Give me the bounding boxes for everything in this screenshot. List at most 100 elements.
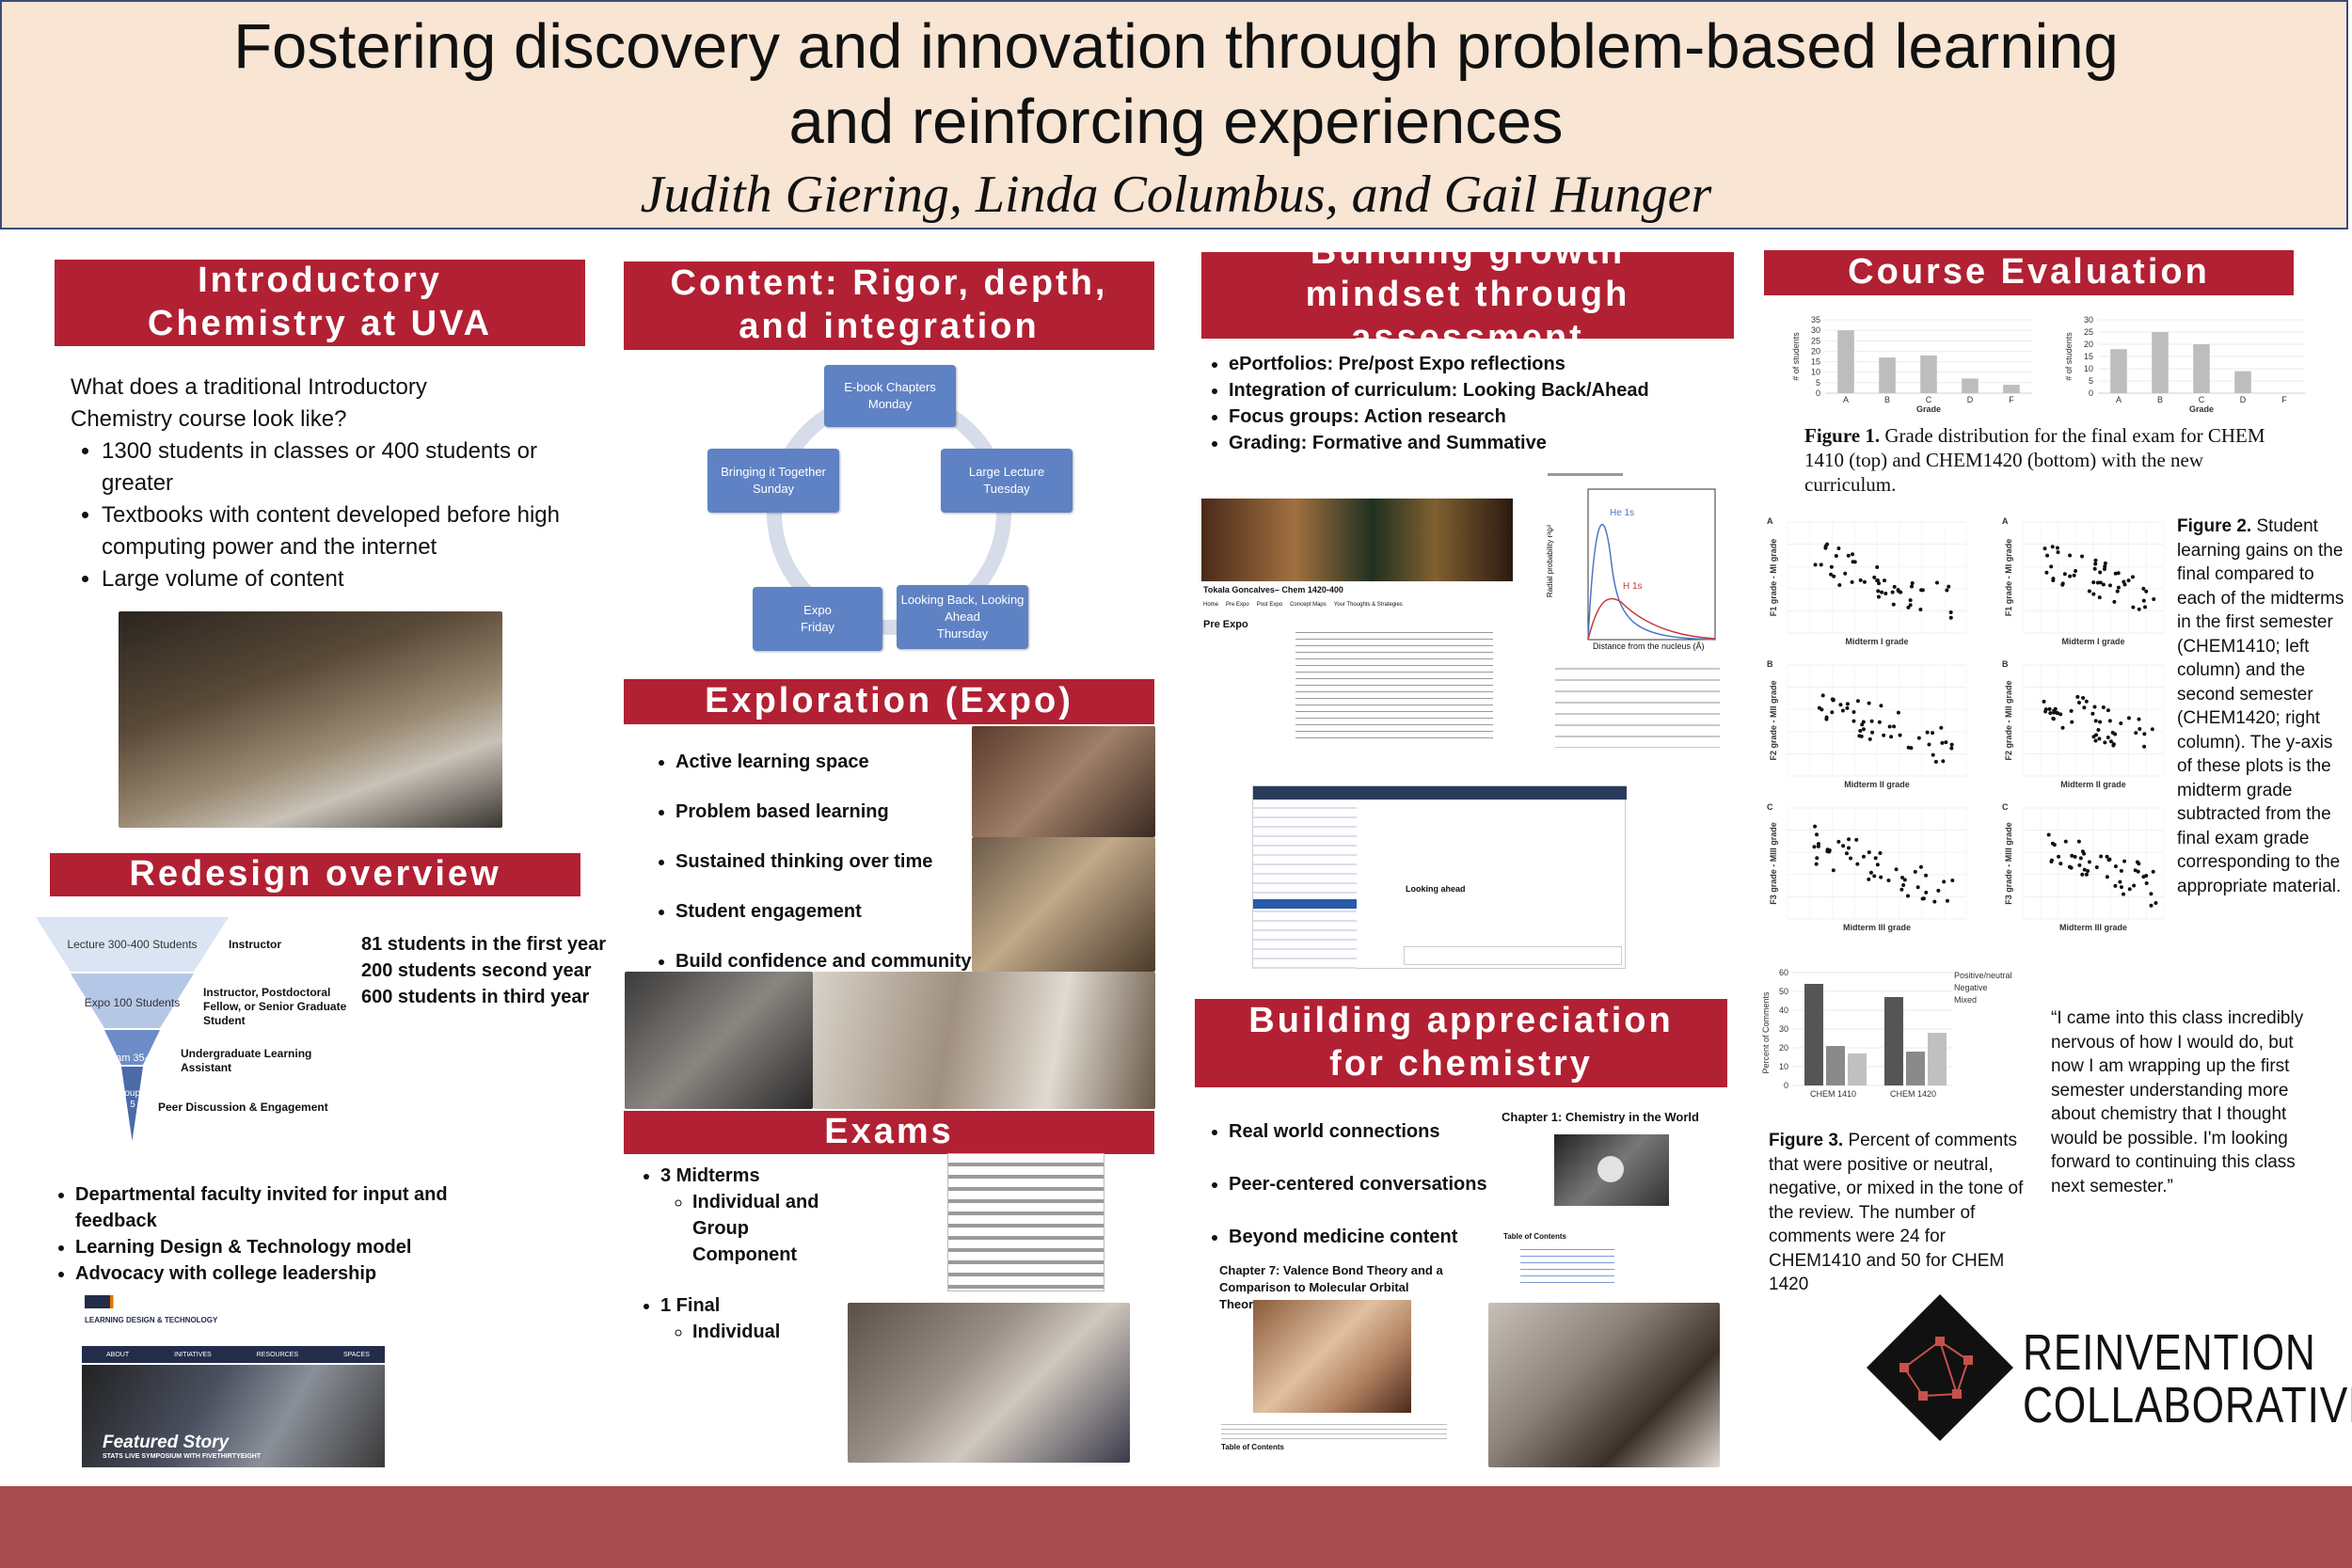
x-tick-label: F [2281,395,2287,404]
data-point [1924,890,1929,895]
y-axis-label: # of students [1791,332,1801,381]
data-point [1909,746,1914,751]
data-point [2092,566,2097,571]
chapter1-video[interactable] [1554,1134,1669,1206]
data-point [2096,728,2101,733]
enrollment-first: 81 students in the first year [361,934,607,955]
data-point [2042,546,2047,551]
data-point [1814,862,1819,866]
tab-home[interactable]: Home [1203,602,1219,608]
data-point [1933,759,1938,764]
data-point [1899,590,1903,594]
figure1-caption: Figure 1. Grade distribution for the fin… [1804,424,2265,496]
nav-resources[interactable]: RESOURCES [256,1351,299,1358]
bar [1884,997,1903,1085]
lms-sidebar [1253,800,1357,970]
y-axis-label: F1 grade - MI grade [2004,539,2013,617]
data-point [2118,879,2122,884]
list-item: Grading: Formative and Summative [1229,430,1718,456]
poster-authors: Judith Giering, Linda Columbus, and Gail… [640,166,1712,224]
x-axis-label: Midterm II grade [2060,780,2126,789]
lms-selected-item[interactable] [1253,899,1357,909]
data-point [1846,846,1851,850]
data-point [2093,558,2098,562]
data-point [1868,870,1873,875]
data-point [1918,864,1923,869]
data-point [2144,881,2149,886]
data-point [1931,731,1935,736]
data-point [1847,837,1851,842]
enrollment-list: 81 students in the first year 200 studen… [361,931,615,1010]
data-point [1843,571,1848,576]
data-point [2098,720,2103,724]
data-point [2113,864,2118,869]
data-point [2112,599,2117,604]
data-point [1829,572,1834,577]
data-point [2126,578,2131,583]
panel-label: A [1767,516,1773,526]
nav-spaces[interactable]: SPACES [343,1351,370,1358]
play-icon[interactable] [1597,1156,1624,1182]
data-point [1837,582,1842,587]
list-item: Build confidence and community [675,937,1014,987]
data-point [2106,708,2110,713]
data-point [1878,851,1883,856]
data-point [1942,879,1947,884]
x-axis-label: Midterm I grade [1845,637,1908,646]
data-point [1910,581,1915,586]
tab-post-expo[interactable]: Post Expo [1256,602,1283,608]
data-point [1883,578,1887,583]
data-point [2070,720,2074,724]
pyramid-level-team: Team 35-50 [104,1053,160,1064]
y-tick-label: 50 [1779,987,1788,996]
nav-about[interactable]: ABOUT [106,1351,130,1358]
bar [1879,357,1896,393]
data-point [2077,863,2082,867]
intro-bullets: 1300 students in classes or 400 students… [73,436,610,595]
data-point [1919,588,1924,593]
y-tick-label: 0 [1784,1081,1788,1090]
expo-photo-2 [972,837,1155,972]
data-point [2068,574,2073,578]
list-item: Problem based learning [675,787,1014,837]
panel-label: C [1767,802,1773,812]
data-point [2103,740,2107,745]
data-point [2116,585,2121,590]
data-point [2082,705,2087,710]
expo-photo-3 [625,972,813,1109]
data-point [2144,589,2149,594]
appreciation-heading: Building appreciation for chemistry [1195,999,1727,1087]
figure3-caption: Figure 3. Percent of comments that were … [1769,1131,2024,1294]
featured-story[interactable]: Featured Story [103,1433,230,1452]
expo-photo-4 [813,972,1155,1109]
data-point [1830,710,1835,715]
data-point [2069,865,2074,870]
data-point [1906,605,1911,610]
tab-thoughts[interactable]: Your Thoughts & Strategies [1333,602,1403,608]
data-point [1875,578,1880,583]
data-point [1879,704,1883,708]
tab-concept-maps[interactable]: Concept Maps [1290,602,1327,608]
data-point [2119,721,2123,725]
pyramid-level-lecture: Lecture 300-400 Students [67,938,198,951]
data-point [1851,710,1856,715]
data-point [2127,887,2132,892]
nav-initiatives[interactable]: INITIATIVES [174,1351,212,1358]
data-point [2058,712,2063,717]
data-point [1875,565,1880,570]
data-point [1831,698,1836,703]
list-item: Real world connections [1229,1105,1530,1158]
list-item: Learning Design & Technology model [75,1234,489,1260]
data-point [2136,869,2140,874]
bar [1906,1052,1925,1085]
data-point [1899,887,1904,892]
tab-pre-expo[interactable]: Pre Expo [1226,602,1249,608]
x-axis-label: Midterm II grade [1844,780,1910,789]
y-tick-label: 10 [2084,364,2093,373]
panel-label: C [2002,802,2009,812]
y-axis-label: F2 grade - MII grade [1769,680,1778,760]
